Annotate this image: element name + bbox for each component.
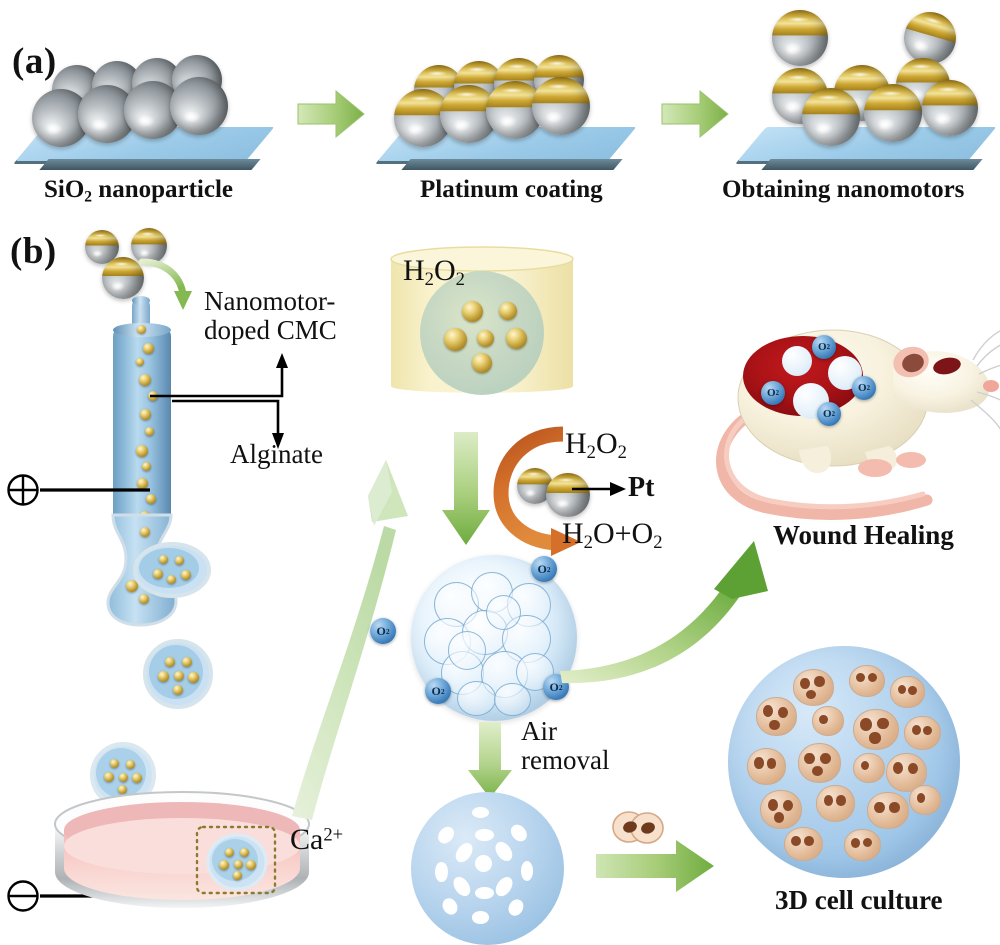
- step-arrow-1: [297, 89, 365, 139]
- nanomotor-dot: [139, 594, 149, 604]
- air-removal-arrow: [468, 722, 512, 798]
- nanomotor-dot: [126, 580, 138, 592]
- nanomotor-dot: [143, 343, 154, 354]
- surface-nanomotor: [864, 84, 922, 142]
- h2o2-hydrogel-cylinder: [389, 245, 575, 400]
- nanomotor-dot: [477, 330, 494, 347]
- nanomotor-dot: [472, 353, 492, 373]
- feed-nanomotor: [102, 257, 144, 299]
- nanomotor-dot: [136, 358, 144, 366]
- step-arrow-2: [661, 89, 729, 139]
- anode-wire: [40, 488, 150, 492]
- surface-nanomotor: [802, 88, 860, 146]
- label-wound-healing: Wound Healing: [773, 520, 954, 550]
- label-3d-cell-culture: 3D cell culture: [775, 885, 943, 915]
- 3d-cell-culture-sphere: [728, 646, 960, 878]
- wound-healing-arrow: [560, 541, 768, 684]
- nanomotor-dot: [146, 494, 156, 504]
- falling-droplet: [133, 542, 211, 598]
- falling-droplet: [141, 639, 215, 709]
- nanomotor-dot: [506, 328, 527, 349]
- panel-b-tag: (b): [10, 231, 57, 272]
- label-air-removal: Air removal: [521, 716, 610, 776]
- label-h2o2-cylinder: H2O2: [403, 254, 465, 291]
- implanted-microsphere: [782, 346, 812, 376]
- catalysis-cycle-arrow: [493, 426, 581, 556]
- anode-symbol: [6, 473, 40, 507]
- step-sio2-nanoparticle: [15, 55, 280, 175]
- step-label-sio2: SiO2 nanoparticle: [44, 176, 234, 206]
- nanomotor-dot: [137, 325, 146, 334]
- cell-seeding-arrow: [596, 840, 714, 892]
- nanomotor-dot: [145, 427, 154, 436]
- air-removal-line1: Air: [521, 716, 557, 746]
- nanomotor-dot: [140, 409, 151, 420]
- gelation-arrow: [292, 460, 408, 820]
- panel-a-tag: (a): [12, 41, 57, 82]
- dish-focus-box: [195, 825, 277, 895]
- catalyst-nanomotor: [546, 473, 590, 517]
- label-products: H2O+O2: [562, 517, 663, 554]
- nanomotor-dot: [136, 445, 148, 457]
- nanomotor-dot: [137, 478, 148, 489]
- nanomotor-feed-arrow: [138, 258, 192, 310]
- nanoparticle: [170, 77, 228, 135]
- label-calcium-ion: Ca2+: [290, 823, 344, 856]
- pt-pointer-arrow: [572, 482, 626, 496]
- nanomotor-dot: [142, 462, 151, 471]
- pt-coated-nanoparticle: [532, 77, 590, 135]
- step-label-nanomotors: Obtaining nanomotors: [722, 176, 965, 203]
- nanomotor-dot: [462, 301, 483, 322]
- step-label-platinum: Platinum coating: [420, 176, 603, 203]
- feed-nanomotor: [131, 228, 167, 264]
- mouse-illustration: [715, 300, 1000, 525]
- nanomotor-dot: [444, 328, 467, 351]
- step-platinum-coating: [377, 55, 642, 175]
- label-pt: Pt: [628, 472, 655, 503]
- label-nanomotor-doped-cmc: Nanomotor- doped CMC: [204, 286, 337, 346]
- label-h2o2-reactant: H2O2: [565, 427, 627, 464]
- surface-nanomotor: [922, 80, 978, 136]
- reaction-down-arrow: [442, 432, 490, 545]
- cmc-line2: doped CMC: [204, 315, 337, 346]
- seeded-cells: [611, 808, 665, 846]
- air-removal-line2: removal: [521, 745, 610, 776]
- cmc-line1: Nanomotor-: [204, 286, 336, 316]
- porous-scaffold: [411, 792, 564, 945]
- cmc-leader-line: [150, 353, 288, 398]
- cathode-symbol: [6, 879, 40, 913]
- gelled-microsphere-in-dish: [206, 833, 268, 891]
- nanomotor-dot: [139, 374, 151, 386]
- released-nanomotor: [772, 10, 828, 66]
- step-obtaining-nanomotors: [737, 5, 1000, 175]
- nanomotor-dot: [499, 302, 517, 320]
- alginate-leader-line: [172, 399, 284, 449]
- nanomotor-dot: [140, 527, 150, 537]
